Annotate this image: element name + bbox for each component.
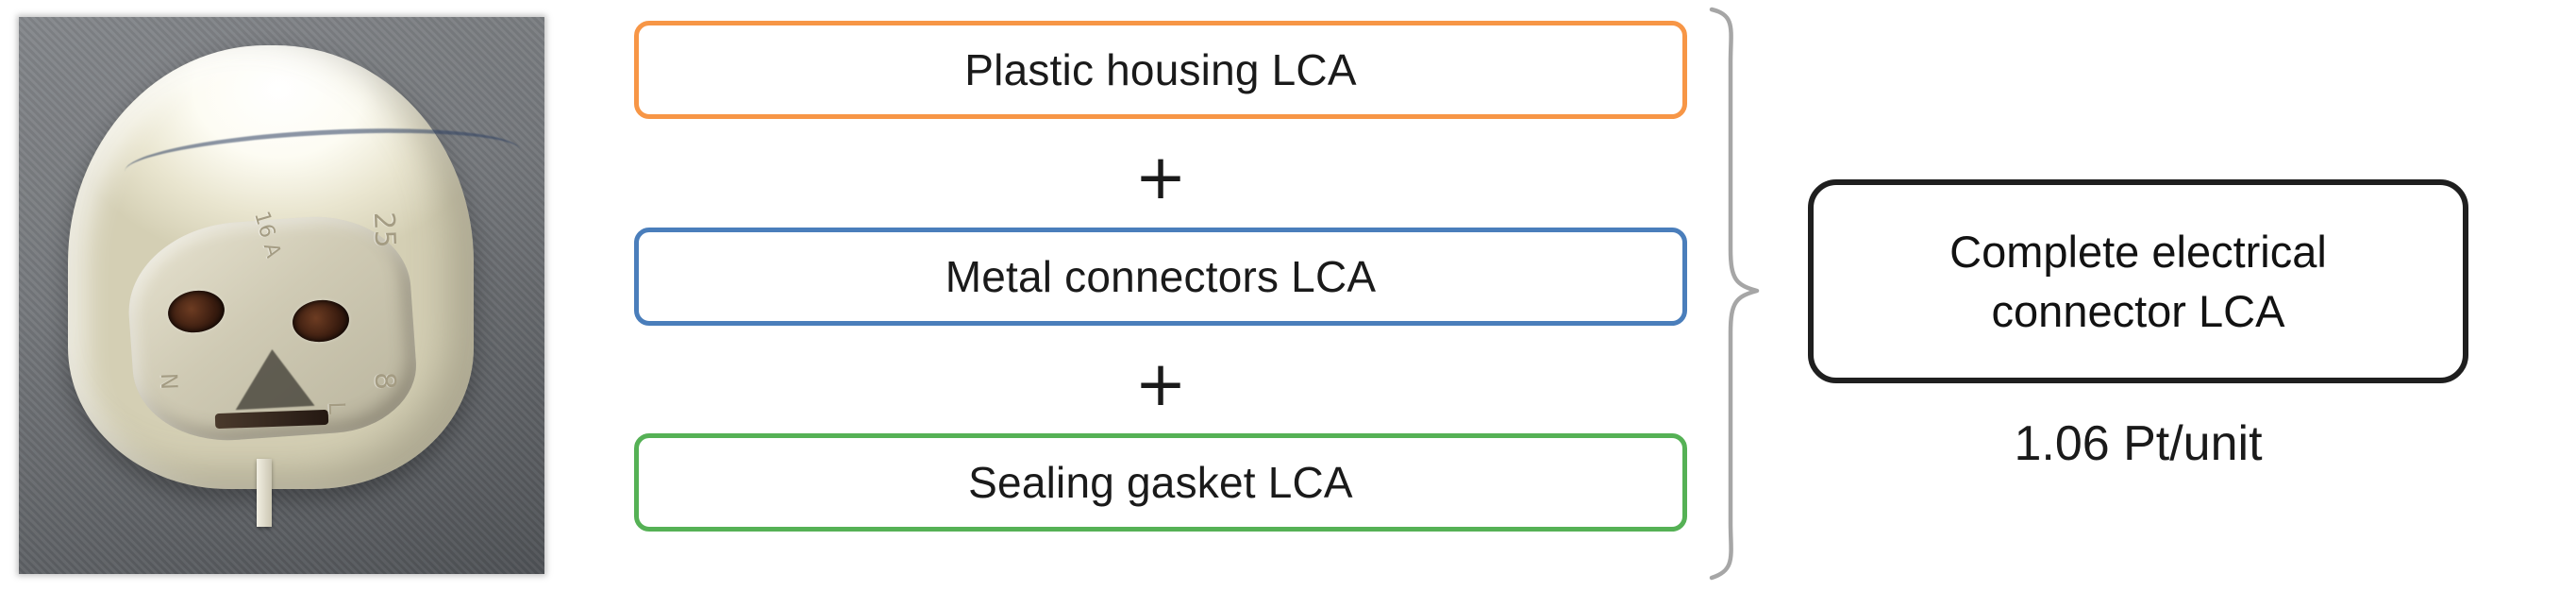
component-label-sealing-gasket: Sealing gasket LCA xyxy=(968,458,1353,507)
plug-marking-8: 8 xyxy=(367,371,402,391)
plug-earth-pin xyxy=(257,459,272,527)
component-box-sealing-gasket[interactable]: Sealing gasket LCA xyxy=(634,433,1687,532)
operator-plus-2: + xyxy=(1134,347,1187,420)
component-box-plastic-housing[interactable]: Plastic housing LCA xyxy=(634,21,1687,119)
plug-marking-25: 25 xyxy=(366,211,402,249)
component-label-metal-connectors: Metal connectors LCA xyxy=(945,252,1377,301)
result-line-2: connector LCA xyxy=(1991,286,2285,336)
plug-seal-ring xyxy=(123,120,523,202)
component-box-metal-connectors[interactable]: Metal connectors LCA xyxy=(634,228,1687,326)
result-impact-value: 1.06 Pt/unit xyxy=(2014,416,2263,471)
result-box-complete-connector[interactable]: Complete electrical connector LCA xyxy=(1808,179,2468,383)
operator-plus-1: + xyxy=(1134,141,1187,213)
plug-marking-l: L xyxy=(323,400,350,415)
result-line-1: Complete electrical xyxy=(1949,226,2327,277)
curly-brace-icon xyxy=(1709,7,1760,581)
plug-marking-n: N xyxy=(155,372,183,391)
plug-triangle-recess xyxy=(232,346,315,411)
electrical-connector-photo: 25 8 16 A N L xyxy=(19,17,544,574)
component-label-plastic-housing: Plastic housing LCA xyxy=(964,45,1357,94)
